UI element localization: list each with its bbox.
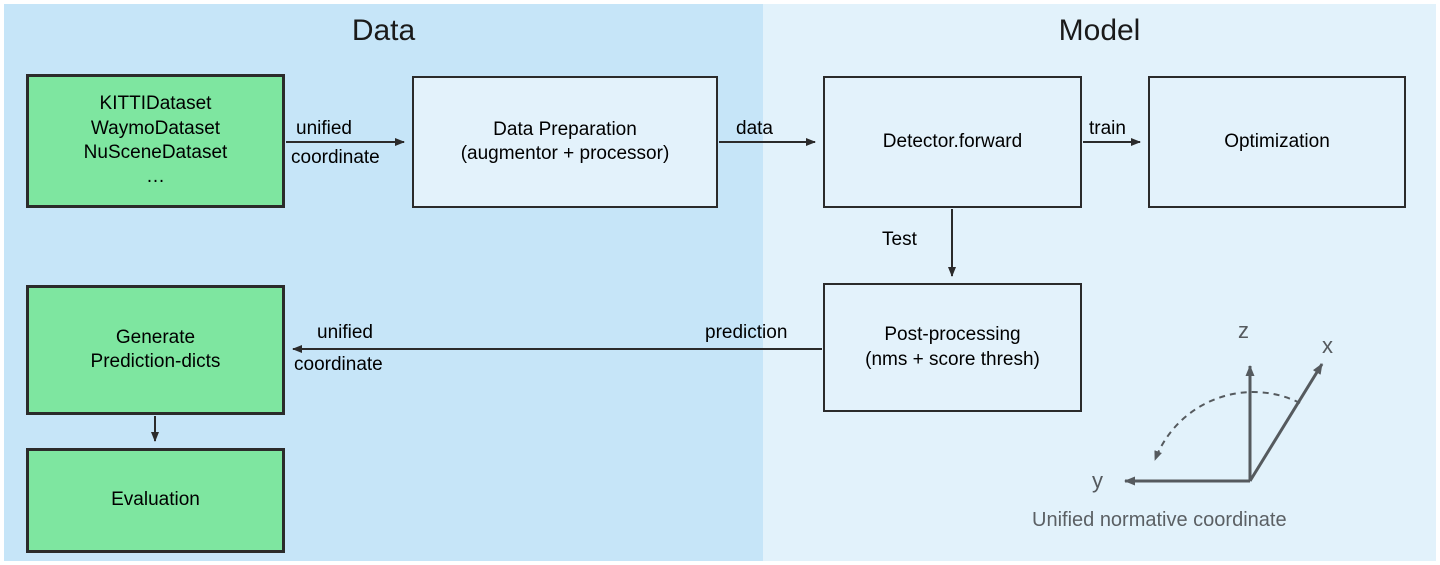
edge-label-prediction: prediction [705, 322, 788, 343]
node-detector-forward-label: Detector.forward [882, 130, 1023, 152]
node-generate-prediction-dicts-line-1: Generate [115, 326, 196, 348]
coordinate-system-caption: Unified normative coordinate [1032, 509, 1287, 531]
axis-x-label: x [1322, 333, 1333, 358]
node-datasets-line-4: … [146, 166, 165, 188]
edge-label-coordinate-2: coordinate [294, 354, 383, 375]
node-data-preparation-line-2: (augmentor + processor) [460, 143, 670, 164]
node-post-processing[interactable]: Post-processing (nms + score thresh) [823, 283, 1082, 412]
node-datasets-line-3: NuSceneDataset [83, 142, 228, 163]
node-generate-prediction-dicts-line-2: Prediction-dicts [90, 351, 221, 372]
edge-label-test: Test [882, 229, 917, 250]
axis-z-label: z [1238, 318, 1249, 343]
axis-y-label: y [1092, 468, 1103, 493]
node-optimization[interactable]: Optimization [1148, 76, 1406, 208]
node-post-processing-line-1: Post-processing [884, 324, 1021, 346]
node-generate-prediction-dicts[interactable]: Generate Prediction-dicts [26, 285, 285, 415]
node-datasets-line-1: KITTIDataset [99, 93, 212, 115]
panel-model-title: Model [1058, 14, 1141, 47]
edge-label-unified: unified [296, 118, 352, 139]
node-data-preparation-line-1: Data Preparation [493, 118, 637, 140]
node-datasets-line-2: WaymoDataset [90, 117, 221, 139]
node-evaluation-label: Evaluation [111, 489, 200, 511]
edge-label-train: train [1089, 118, 1126, 139]
edge-label-unified-2: unified [317, 322, 373, 343]
node-data-preparation[interactable]: Data Preparation (augmentor + processor) [412, 76, 718, 208]
edge-label-data: data [736, 118, 773, 139]
node-detector-forward[interactable]: Detector.forward [823, 76, 1082, 208]
node-optimization-label: Optimization [1224, 130, 1330, 152]
edge-label-coordinate: coordinate [291, 147, 380, 168]
panel-data-title: Data [351, 14, 416, 47]
node-post-processing-line-2: (nms + score thresh) [865, 348, 1040, 370]
node-evaluation[interactable]: Evaluation [26, 448, 285, 553]
node-datasets[interactable]: KITTIDataset WaymoDataset NuSceneDataset… [26, 74, 285, 208]
